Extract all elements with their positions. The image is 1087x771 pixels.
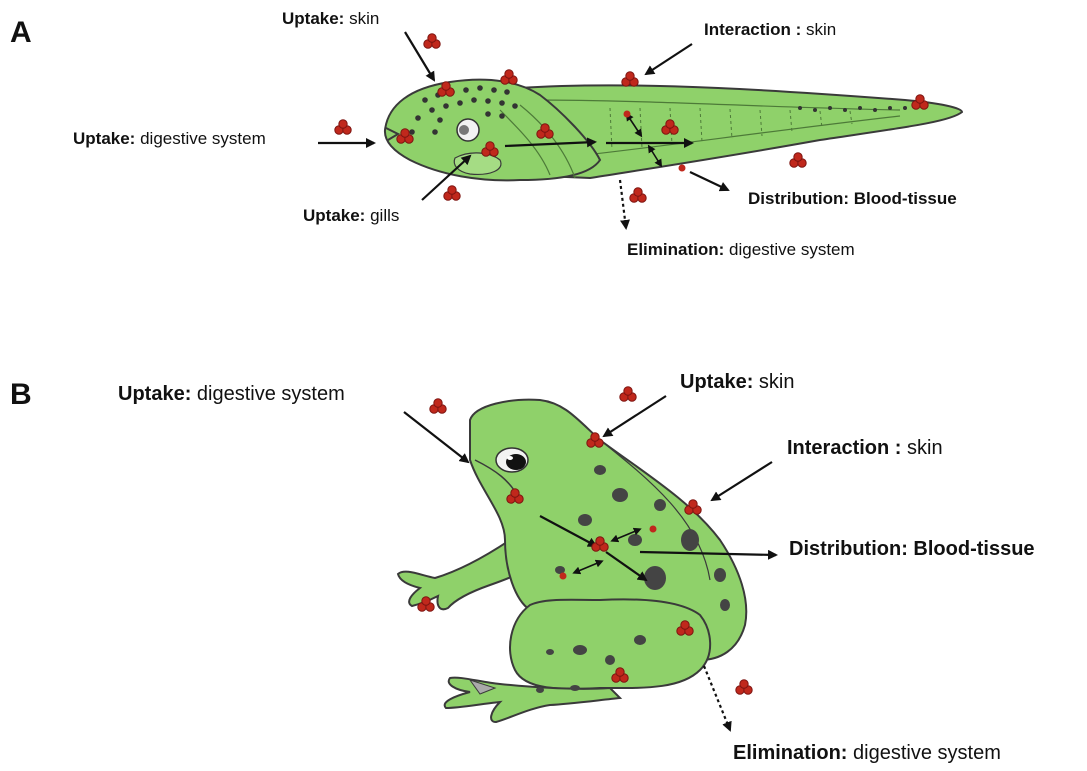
label-value: skin <box>806 20 836 39</box>
label-value: digestive system <box>140 129 266 148</box>
label-value: digestive system <box>197 383 345 405</box>
label-a-elimination: Elimination: digestive system <box>627 240 855 260</box>
particle <box>650 526 657 533</box>
label-key: Distribution: Blood-tissue <box>748 189 957 208</box>
arrow-b-uptake-skin <box>604 396 666 436</box>
panel-b-letter: B <box>10 378 32 412</box>
arrow-b-uptake-digestive <box>404 412 468 462</box>
arrow-b-elimination <box>704 666 730 730</box>
label-a-interaction-skin: Interaction : skin <box>704 20 836 40</box>
particle <box>679 165 686 172</box>
label-key: Interaction : <box>787 437 901 459</box>
particle <box>424 34 440 48</box>
label-a-uptake-digestive: Uptake: digestive system <box>73 129 266 149</box>
label-b-distribution: Distribution: Blood-tissue <box>789 538 1035 561</box>
frog-hind-leg <box>510 599 710 688</box>
particle <box>630 188 646 202</box>
particle <box>685 500 701 514</box>
label-b-interaction-skin: Interaction : skin <box>787 437 943 460</box>
panel-a-letter: A <box>10 16 32 50</box>
particle <box>790 153 806 167</box>
particle <box>560 573 567 580</box>
particle <box>736 680 752 694</box>
label-value: skin <box>759 371 795 393</box>
arrow-a-interaction-skin <box>646 44 692 74</box>
particle <box>335 120 351 134</box>
particle <box>912 95 928 109</box>
label-key: Uptake: <box>73 129 135 148</box>
label-key: Uptake: <box>118 383 191 405</box>
particle <box>622 72 638 86</box>
arrow-b-interaction-skin <box>712 462 772 500</box>
label-value: gills <box>370 206 399 225</box>
arrow-a-elimination <box>620 180 626 228</box>
label-key: Uptake: <box>282 9 344 28</box>
label-a-uptake-skin: Uptake: skin <box>282 9 379 29</box>
label-key: Elimination: <box>733 742 847 764</box>
label-a-uptake-gills: Uptake: gills <box>303 206 399 226</box>
label-key: Elimination: <box>627 240 724 259</box>
label-b-uptake-skin: Uptake: skin <box>680 371 795 394</box>
label-value: digestive system <box>853 742 1001 764</box>
label-b-uptake-digestive: Uptake: digestive system <box>118 383 345 406</box>
label-b-elimination: Elimination: digestive system <box>733 742 1001 765</box>
label-value: skin <box>349 9 379 28</box>
label-key: Uptake: <box>680 371 753 393</box>
particle <box>501 70 517 84</box>
particle <box>430 399 446 413</box>
label-key: Interaction : <box>704 20 801 39</box>
label-key: Uptake: <box>303 206 365 225</box>
particle <box>624 111 631 118</box>
label-value: skin <box>907 437 943 459</box>
label-a-distribution: Distribution: Blood-tissue <box>748 189 957 209</box>
label-value: digestive system <box>729 240 855 259</box>
particle <box>444 186 460 200</box>
arrow-a-distribution <box>690 172 728 190</box>
label-key: Distribution: Blood-tissue <box>789 538 1035 560</box>
particle <box>620 387 636 401</box>
